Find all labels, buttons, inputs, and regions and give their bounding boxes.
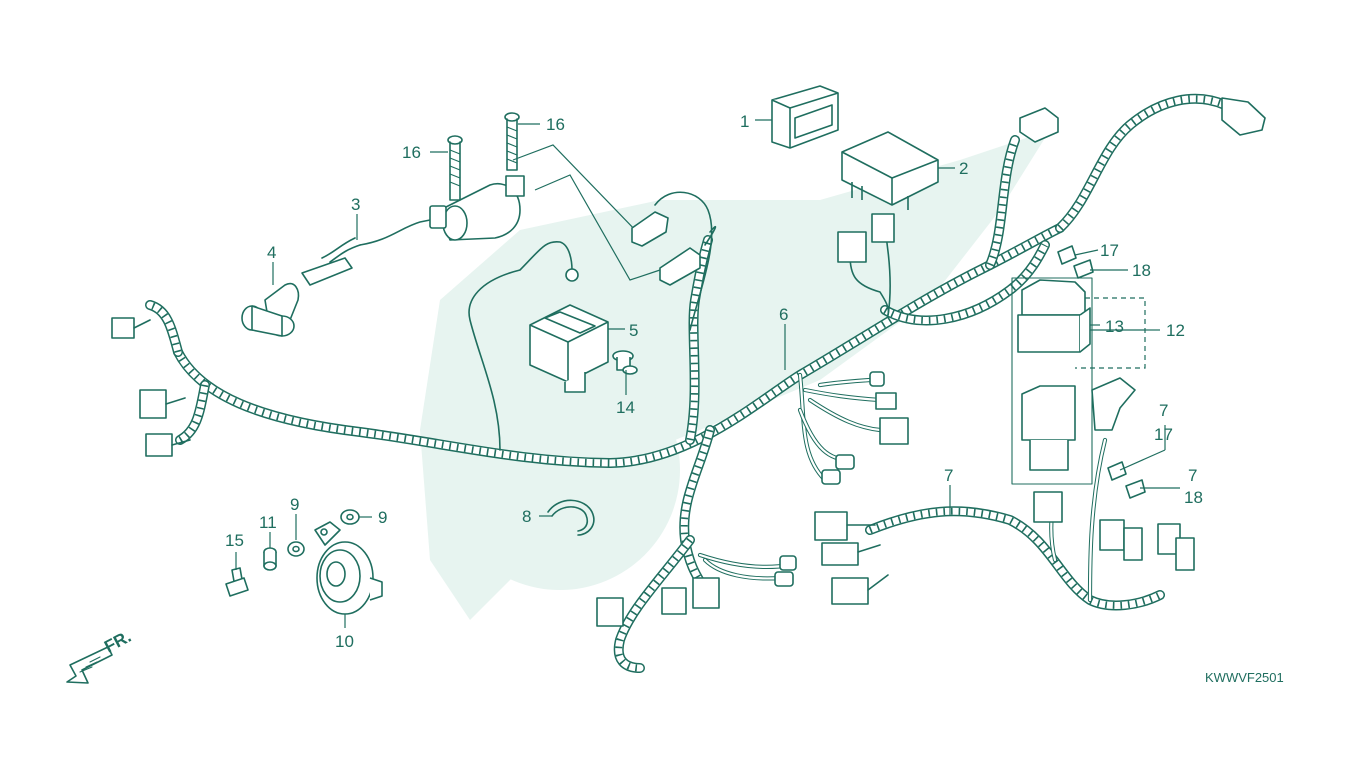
callout-16-right: 16	[546, 115, 565, 134]
callout-7-lower-right: 7	[1188, 466, 1197, 485]
front-marker-label: FR.	[101, 627, 134, 657]
part-11-collar[interactable]	[263, 547, 277, 571]
part-12-relay-lower[interactable]	[1021, 385, 1076, 471]
callout-2: 2	[959, 159, 968, 178]
drawing-code: KWWVF2501	[1205, 670, 1284, 685]
part-6-branch-wires	[797, 371, 909, 485]
part-16-bolt-left[interactable]	[447, 135, 463, 201]
part-2-control-unit[interactable]	[841, 131, 939, 210]
ground-eyelet	[565, 268, 579, 282]
coil-connectors	[631, 211, 701, 286]
part-13-relay-upper[interactable]	[1017, 279, 1091, 353]
part-9-washer-lower[interactable]	[287, 541, 305, 557]
callout-4: 4	[267, 243, 276, 262]
background-watermark	[420, 130, 1050, 620]
front-direction-arrow	[66, 646, 113, 684]
callout-14: 14	[616, 398, 635, 417]
callout-7-upper-right: 7	[1159, 401, 1168, 420]
callout-10: 10	[335, 632, 354, 651]
callout-13: 13	[1105, 317, 1124, 336]
coil-hv-wire	[329, 244, 361, 263]
callout-12: 12	[1166, 321, 1185, 340]
top-right-connector	[1221, 97, 1266, 136]
callout-18-upper: 18	[1132, 261, 1151, 280]
part-17-clip-upper[interactable]	[1057, 245, 1077, 265]
part-17-clip-lower[interactable]	[1107, 461, 1127, 481]
callout-1: 1	[740, 112, 749, 131]
relay-connector	[1091, 377, 1136, 431]
top-connector	[1019, 107, 1059, 143]
relay-group-box	[1011, 277, 1093, 485]
part-15-bolt[interactable]	[225, 567, 249, 597]
left-connectors	[111, 317, 191, 457]
callout-18-lower: 18	[1184, 488, 1203, 507]
callout-17-upper: 17	[1100, 241, 1119, 260]
part-9-washer-upper[interactable]	[340, 509, 360, 525]
callout-9-top: 9	[290, 495, 299, 514]
part-4-spark-plug-cap[interactable]	[241, 257, 353, 337]
callout-9-right: 9	[378, 508, 387, 527]
callout-16-left: 16	[402, 143, 421, 162]
part-8-band[interactable]	[547, 499, 595, 536]
callout-15: 15	[225, 531, 244, 550]
callout-5: 5	[629, 321, 638, 340]
callout-11: 11	[259, 513, 277, 532]
callout-6: 6	[779, 305, 788, 324]
part-18-clip-lower[interactable]	[1125, 479, 1146, 499]
part-3-ignition-coil[interactable]	[359, 175, 525, 246]
bottom-connectors	[596, 552, 797, 627]
part-18-clip-upper[interactable]	[1073, 259, 1094, 279]
callout-3: 3	[351, 195, 360, 214]
part-5-regulator[interactable]	[529, 304, 609, 393]
part-14-bolt[interactable]	[612, 350, 638, 375]
connector-under-part-2	[837, 213, 895, 263]
callout-17-lower: 17	[1154, 425, 1173, 444]
part-7-sub-harness[interactable]	[814, 437, 1195, 611]
callout-labels: 1 2 3 4 5 6 7 7 7 8 9 9 10 11 12 13 14 1…	[225, 112, 1203, 651]
part-1-cover[interactable]	[771, 85, 839, 149]
part-16-bolt-right[interactable]	[504, 112, 520, 171]
leader-lines	[512, 144, 1146, 369]
callout-8: 8	[522, 507, 531, 526]
part-10-horn[interactable]	[314, 521, 383, 615]
coil-hv-wire-2	[321, 237, 356, 259]
callout-7-harness: 7	[944, 466, 953, 485]
callout-leaders	[235, 119, 1180, 628]
